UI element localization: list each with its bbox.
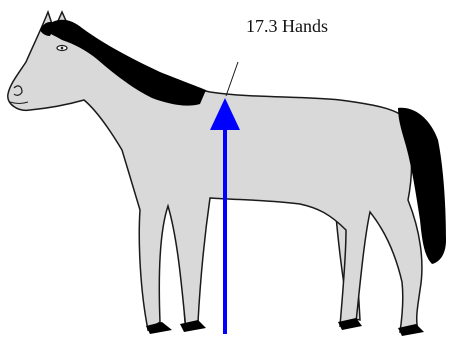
horse-hoof-front-far (180, 320, 206, 332)
horse-body (8, 12, 422, 332)
leader-line (226, 62, 238, 96)
height-label: 17.3 Hands (246, 16, 328, 37)
horse-eye-pupil (61, 47, 64, 50)
